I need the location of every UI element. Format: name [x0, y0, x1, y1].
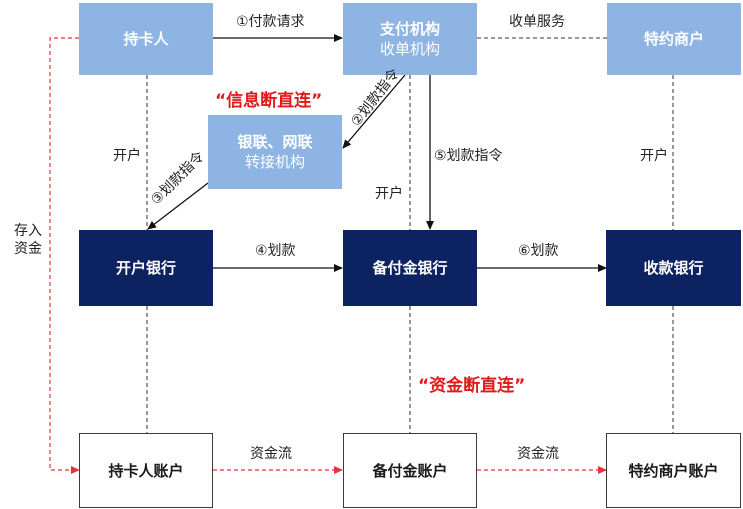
open-account-left-label: 开户 [113, 148, 141, 164]
cardholder-node: 持卡人 [79, 3, 213, 75]
deposit-label-line1: 存入 [14, 223, 42, 239]
step1-label: ①付款请求 [236, 14, 305, 30]
open-account-mid-label: 开户 [375, 186, 403, 202]
acquiring-bank-label: 收款银行 [643, 259, 704, 277]
merchant-account-node: 特约商户账户 [606, 433, 741, 508]
reserve-account-node: 备付金账户 [343, 433, 477, 508]
reserve-bank-node: 备付金银行 [343, 230, 477, 306]
switching-org-label: 银联、网联 [237, 133, 313, 151]
merchant-account-label: 特约商户账户 [628, 461, 719, 480]
fund-flow-label-1: 资金流 [250, 446, 292, 462]
cardholder-account-label: 持卡人账户 [108, 461, 184, 480]
fund-flow-label-2: 资金流 [517, 446, 559, 462]
cardholder-account-node: 持卡人账户 [79, 433, 213, 508]
merchant-node: 特约商户 [607, 3, 741, 75]
issuing-bank-node: 开户银行 [79, 230, 213, 306]
acquiring-bank-node: 收款银行 [606, 230, 741, 306]
deposit-funds-label: 存入 资金 [8, 222, 48, 258]
step2-arrow [342, 74, 406, 149]
info-disconnect-title: “信息断直连” [215, 91, 323, 111]
fund-disconnect-title: “资金断直连” [418, 376, 526, 396]
reserve-bank-label: 备付金银行 [372, 259, 448, 277]
step4-label: ④划款 [255, 243, 296, 259]
reserve-account-label: 备付金账户 [372, 461, 448, 480]
acquiring-service-label: 收单服务 [509, 14, 565, 30]
switching-org-node: 银联、网联 转接机构 [208, 115, 342, 189]
payment-org-label: 支付机构 [379, 20, 440, 38]
step6-label: ⑥划款 [518, 243, 559, 259]
acquiring-org-label: 收单机构 [379, 40, 440, 58]
step5-label: ⑤划款指令 [434, 148, 503, 164]
payment-org-node: 支付机构 收单机构 [343, 3, 477, 75]
deposit-label-line2: 资金 [14, 241, 42, 257]
cardholder-label: 持卡人 [123, 30, 169, 48]
open-account-right-label: 开户 [640, 148, 668, 164]
step3-arrow [147, 182, 209, 230]
switching-org-sublabel: 转接机构 [244, 153, 305, 171]
issuing-bank-label: 开户银行 [115, 259, 176, 277]
deposit-funds-arrow [49, 37, 80, 474]
merchant-label: 特约商户 [643, 30, 704, 48]
